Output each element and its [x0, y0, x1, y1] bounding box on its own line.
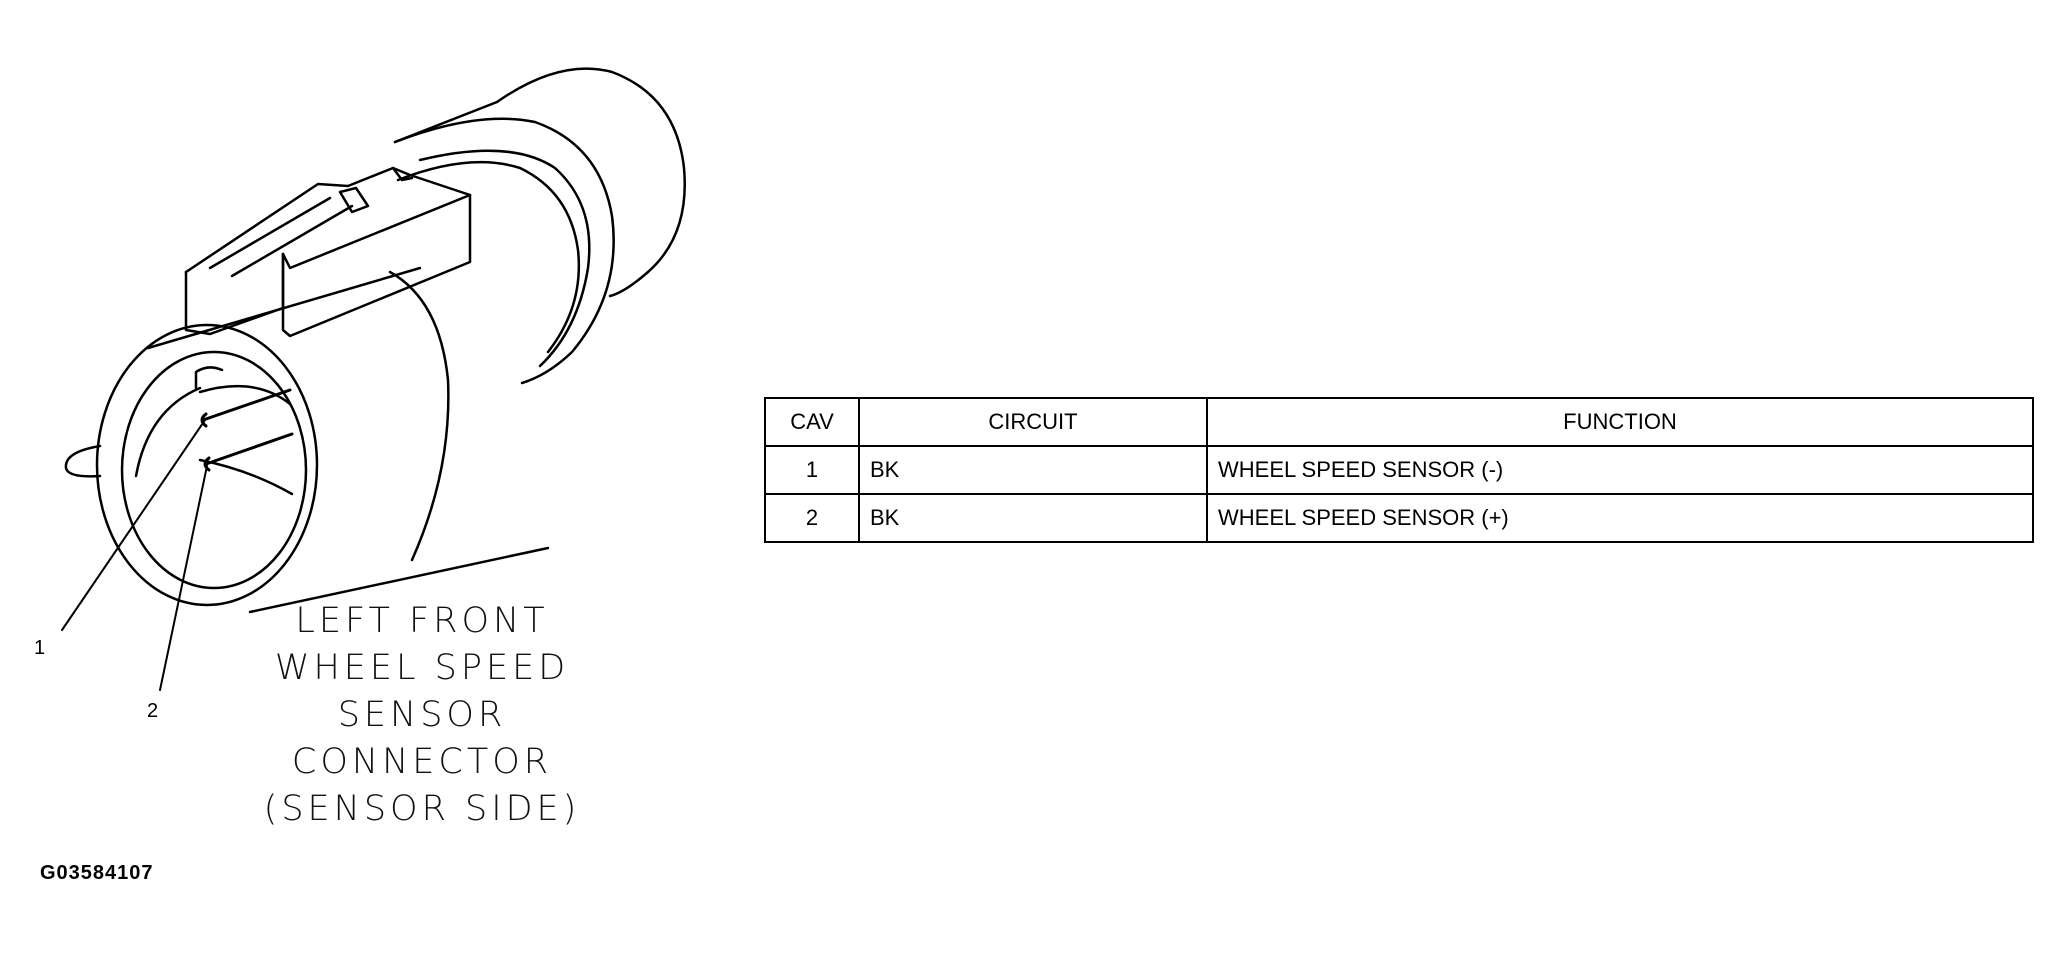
table-row: 2 BK WHEEL SPEED SENSOR (+): [764, 493, 2034, 543]
rear-cylinder: [495, 67, 686, 298]
pinout-table: CAV CIRCUIT FUNCTION 1 BK WHEEL SPEED SE…: [764, 397, 2034, 543]
pin-1-tip: [200, 412, 208, 428]
cell-circuit: BK: [858, 493, 1208, 543]
header-circuit: CIRCUIT: [858, 397, 1208, 447]
pin-2-tip: [203, 456, 211, 472]
header-cav: CAV: [764, 397, 860, 447]
body-tube-bottom: [248, 546, 550, 614]
cell-function: WHEEL SPEED SENSOR (-): [1206, 445, 2034, 495]
side-tab: [64, 444, 102, 478]
inner-recess-lower: [198, 458, 294, 496]
caption-line: CONNECTOR: [291, 742, 553, 782]
flange-ring-inner: [418, 149, 591, 368]
caption-line: SENSOR: [337, 695, 507, 735]
latch-ridge-2: [230, 204, 354, 278]
inner-recess: [198, 384, 292, 406]
front-opening-edge: [194, 366, 224, 390]
caption-line: (SENSOR SIDE): [263, 789, 581, 829]
pin-1: [201, 388, 292, 422]
pin-2: [204, 432, 294, 466]
flange-ring-mid: [396, 160, 581, 354]
connector-caption: LEFT FRONT WHEEL SPEED SENSOR CONNECTOR …: [262, 598, 582, 833]
leader-line-1: [61, 419, 206, 631]
latch-top: [184, 166, 472, 274]
header-function: FUNCTION: [1206, 397, 2034, 447]
latch-window: [338, 186, 370, 214]
pin-label-1: 1: [34, 637, 46, 659]
front-collar-outer: [95, 323, 319, 607]
flange-ring-outer: [393, 117, 615, 385]
table-row: 1 BK WHEEL SPEED SENSOR (-): [764, 445, 2034, 495]
cell-cav: 2: [764, 493, 860, 543]
leader-line-2: [159, 465, 208, 691]
front-opening-rim: [134, 386, 202, 478]
cell-cav: 1: [764, 445, 860, 495]
latch-ridge: [208, 196, 332, 270]
table-header-row: CAV CIRCUIT FUNCTION: [764, 397, 2034, 447]
body-bulge: [388, 270, 450, 562]
latch-lip: [391, 166, 414, 182]
caption-line: LEFT FRONT: [295, 601, 549, 641]
caption-line: WHEEL SPEED: [274, 648, 570, 688]
cell-function: WHEEL SPEED SENSOR (+): [1206, 493, 2034, 543]
cell-circuit: BK: [858, 445, 1208, 495]
pin-label-2: 2: [147, 700, 159, 722]
latch-side: [281, 193, 472, 338]
figure-id: G03584107: [40, 862, 154, 884]
front-collar-inner: [120, 350, 308, 590]
